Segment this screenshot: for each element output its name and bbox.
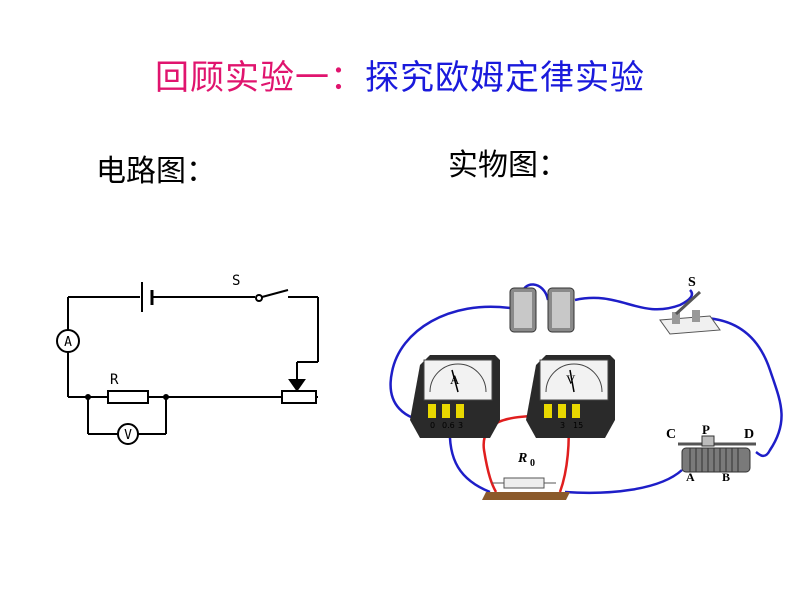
rheostat-slider-P: P xyxy=(702,422,710,437)
title-part-experiment: 探究欧姆定律实验 xyxy=(365,58,645,98)
title-part-review: 回顾实验一： xyxy=(155,58,365,98)
ammeter-terminal-3: 3 xyxy=(458,421,463,430)
voltmeter-terminal-15: 15 xyxy=(573,421,583,430)
switch-label-physical: S xyxy=(688,275,696,290)
voltmeter-device xyxy=(526,355,615,438)
voltmeter-letter: V xyxy=(124,428,132,443)
knife-switch xyxy=(659,290,721,335)
wire-battery-switch xyxy=(574,289,694,311)
resistor-board xyxy=(482,477,570,500)
circuit-diagram-label: 电路图： xyxy=(96,154,216,189)
rheostat-device xyxy=(678,435,756,473)
ammeter-symbol xyxy=(56,329,80,353)
wire-resistor-rheostat xyxy=(564,469,683,495)
rheostat-terminal-A: A xyxy=(686,470,695,484)
voltmeter-terminal-3: 3 xyxy=(560,421,565,430)
voltmeter-symbol xyxy=(117,423,139,445)
ammeter-terminal-0: 0 xyxy=(430,421,435,430)
battery-pack xyxy=(509,287,575,333)
voltmeter-letter-physical: V xyxy=(566,372,576,387)
rheostat-terminal-B: B xyxy=(722,470,730,484)
resistor-label-subscript: 0 xyxy=(530,458,535,469)
ammeter-terminal-06: 0.6 xyxy=(442,421,455,430)
resistor-label-physical: R xyxy=(517,451,527,466)
page-title: 回顾实验一：探究欧姆定律实验 xyxy=(0,50,800,99)
switch-label: S xyxy=(232,273,240,289)
rheostat-terminal-C: C xyxy=(666,427,676,442)
resistor-label: R xyxy=(110,372,119,388)
ammeter-device xyxy=(410,355,500,438)
physical-diagram-label: 实物图： xyxy=(448,148,568,183)
wire-battery-ammeter xyxy=(389,305,511,424)
wire-switch-rheostat xyxy=(704,316,783,458)
rheostat-terminal-D: D xyxy=(744,427,754,442)
ammeter-letter-physical: A xyxy=(450,372,460,387)
ammeter-letter: A xyxy=(64,335,72,350)
